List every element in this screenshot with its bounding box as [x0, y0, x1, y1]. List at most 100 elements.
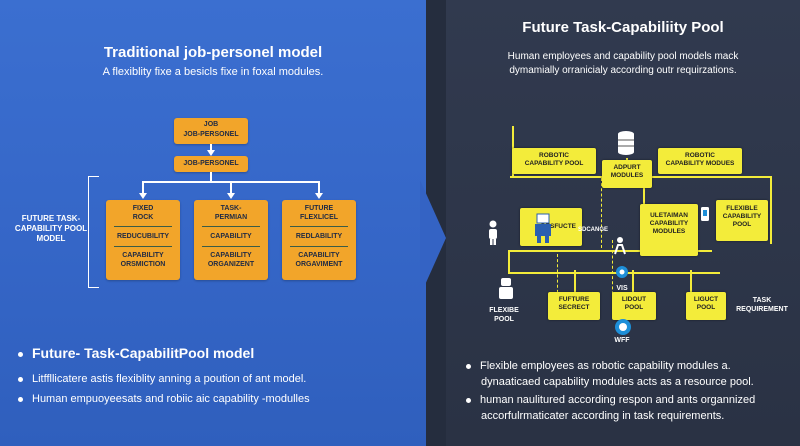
right-bullet-3: human naulitured according respon and an…: [466, 392, 755, 408]
cloud-icon: [615, 319, 631, 335]
right-bullet-1: Flexible employees as robotic capability…: [466, 358, 731, 374]
adpurt-1: ADPURT: [613, 164, 641, 171]
lidout-1: LIDOUT: [621, 296, 647, 303]
col1-top-2: ROCK: [132, 214, 154, 221]
left-subtitle: A flexiblity fixe a besicls fixe in foxa…: [102, 66, 324, 78]
col2-top-2: PERMIAN: [214, 214, 248, 221]
connector: [210, 144, 212, 152]
side-label-1: FUTURE TASK-: [21, 214, 81, 223]
col1-top-1: FIXED: [132, 205, 154, 212]
col1-bottom-1: CAPABILITY: [122, 252, 164, 259]
robotic-modues-2: CAPABILITY MODUES: [665, 160, 735, 167]
right-title: Future Task-Capabiliity Pool: [522, 19, 724, 36]
dashed-connector: [612, 240, 613, 310]
future-secrect-2: SECRECT: [558, 304, 590, 311]
sdcange-label: SDCANGE: [578, 227, 609, 233]
robotic-capability-modues-box: ROBOTIC CAPABILITY MODUES: [658, 148, 742, 174]
job-personel-label: JOB-PERSONEL: [183, 160, 239, 167]
dashed-connector: [557, 254, 558, 298]
bullet-dot: [18, 376, 23, 382]
col3-bottom-2: ORGAVIMENT: [295, 261, 343, 268]
gear-icon: [616, 266, 628, 278]
flexible-capability-pool-box: FLEXIBLE CAPABILITY POOL: [716, 200, 768, 241]
side-label-2: CAPABILITY POOL: [14, 224, 88, 233]
col2-mid: CAPABILITY: [210, 233, 252, 240]
connector: [508, 272, 720, 274]
job-box-line1: JOB: [203, 121, 219, 128]
right-subtitle-2: dymamially orranicialy according outr re…: [509, 65, 737, 76]
left-bullet-1: Litffllicatere astis flexiblity anning a…: [18, 373, 306, 385]
left-bullet-1-text: Litffllicatere astis flexiblity anning a…: [32, 373, 307, 385]
arrow-down: [207, 150, 215, 156]
arrow-down: [227, 193, 235, 199]
arrow-down: [139, 193, 147, 199]
column-future-flexlicel: FUTURE FLEXLICEL REDLABILITY CAPABILITY OR…: [282, 200, 356, 280]
col3-top-1: FUTURE: [304, 205, 334, 212]
dashed-connector: [601, 178, 602, 248]
ultaiman-capability-modules-box: ULETAIMAN CAPABILITY MODULES: [640, 204, 698, 256]
column-fixed-rock: FIXED ROCK REDUCUBILITY CAPABILITY ORSMICT…: [106, 200, 180, 280]
lidout-pool-box: LIDOUT POOL: [612, 292, 656, 320]
ultaiman-2: CAPABILITY: [649, 220, 689, 227]
adpurt-2: MODULES: [610, 172, 644, 179]
connector: [318, 181, 320, 194]
side-label-3: MODEL: [36, 234, 66, 243]
adpurt-modules-box: ADPURT MODULES: [602, 160, 652, 188]
connector: [690, 270, 692, 292]
liguct-2: POOL: [696, 304, 716, 311]
flexibe-pool-1: FLEXIBE: [489, 307, 519, 314]
right-bullet-4: accorfulrmaticater according in task req…: [481, 408, 724, 424]
connector: [210, 172, 212, 182]
robotic-pool-2: CAPABILITY POOL: [524, 160, 584, 167]
connector: [643, 178, 645, 204]
connector: [230, 181, 232, 194]
arrow-notch: [420, 180, 446, 296]
flexible-pool-3: POOL: [732, 221, 752, 228]
database-icon: [618, 131, 634, 155]
future-secrect-box: FUFTURE SECRECT: [548, 292, 600, 320]
robot-icon: [535, 213, 551, 243]
right-bullet-2: dynaaticaed capability modules acts as a…: [481, 374, 754, 390]
connector: [574, 270, 576, 292]
right-bullet-3-text: human naulitured according respon and an…: [480, 394, 756, 406]
left-section-title-text: Future- Task-CapabilitPool model: [32, 345, 255, 361]
desfucte-label: DESFUCTE: [540, 223, 576, 230]
col2-bottom-1: CAPABILITY: [210, 252, 252, 259]
col2-bottom-2: ORGANIZENT: [207, 261, 255, 268]
right-bullet-2-text: dynaaticaed capability modules acts as a…: [481, 376, 754, 388]
task-requirement-label: TASK REQUIREMENT: [732, 296, 792, 314]
flexibe-pool-2: POOL: [494, 316, 514, 323]
robotic-pool-1: ROBOTIC: [539, 152, 569, 159]
col1-bottom-2: ORSMICTION: [120, 261, 166, 268]
liguct-pool-box: LIGUCT POOL: [686, 292, 726, 320]
wff-label: WFF: [614, 337, 630, 344]
col3-mid: REDLABILITY: [295, 233, 343, 240]
bot-icon: [499, 278, 513, 299]
col1-mid: REDUCUBILITY: [116, 233, 170, 240]
task-req-2: REQUIREMENT: [736, 306, 788, 313]
right-subtitle: Human employees and capability pool mode…: [446, 50, 800, 78]
robotic-modues-1: ROBOTIC: [685, 152, 715, 159]
ultaiman-1: ULETAIMAN: [650, 212, 688, 219]
left-bullet-2: Human empuoyeesats and robiic aic capabi…: [18, 393, 310, 405]
left-title: Traditional job-personel model: [103, 44, 323, 61]
left-bullet-2-text: Human empuoyeesats and robiic aic capabi…: [32, 393, 310, 405]
col3-top-2: FLEXLICEL: [299, 214, 339, 221]
right-subtitle-1: Human employees and capability pool mode…: [507, 51, 739, 62]
device-icon: [701, 207, 709, 221]
person-icon: [489, 220, 497, 245]
flexible-pool-1: FLEXIBLE: [726, 205, 758, 212]
side-label: FUTURE TASK- CAPABILITY POOL MODEL: [10, 214, 92, 244]
vis-label: VIS: [616, 285, 628, 292]
ultaiman-3: MODULES: [652, 228, 686, 235]
right-bullet-4-text: accorfulrmaticater according in task req…: [481, 410, 725, 422]
flexible-pool-2: CAPABILITY: [722, 213, 762, 220]
connector: [508, 250, 510, 274]
col3-bottom-1: CAPABILITY: [298, 252, 340, 259]
liguct-1: LIGUCT: [693, 296, 719, 303]
job-box: JOB JOB-PERSONEL: [174, 118, 248, 144]
right-bullet-1-text: Flexible employees as robotic capability…: [480, 360, 731, 372]
connector: [142, 181, 144, 194]
